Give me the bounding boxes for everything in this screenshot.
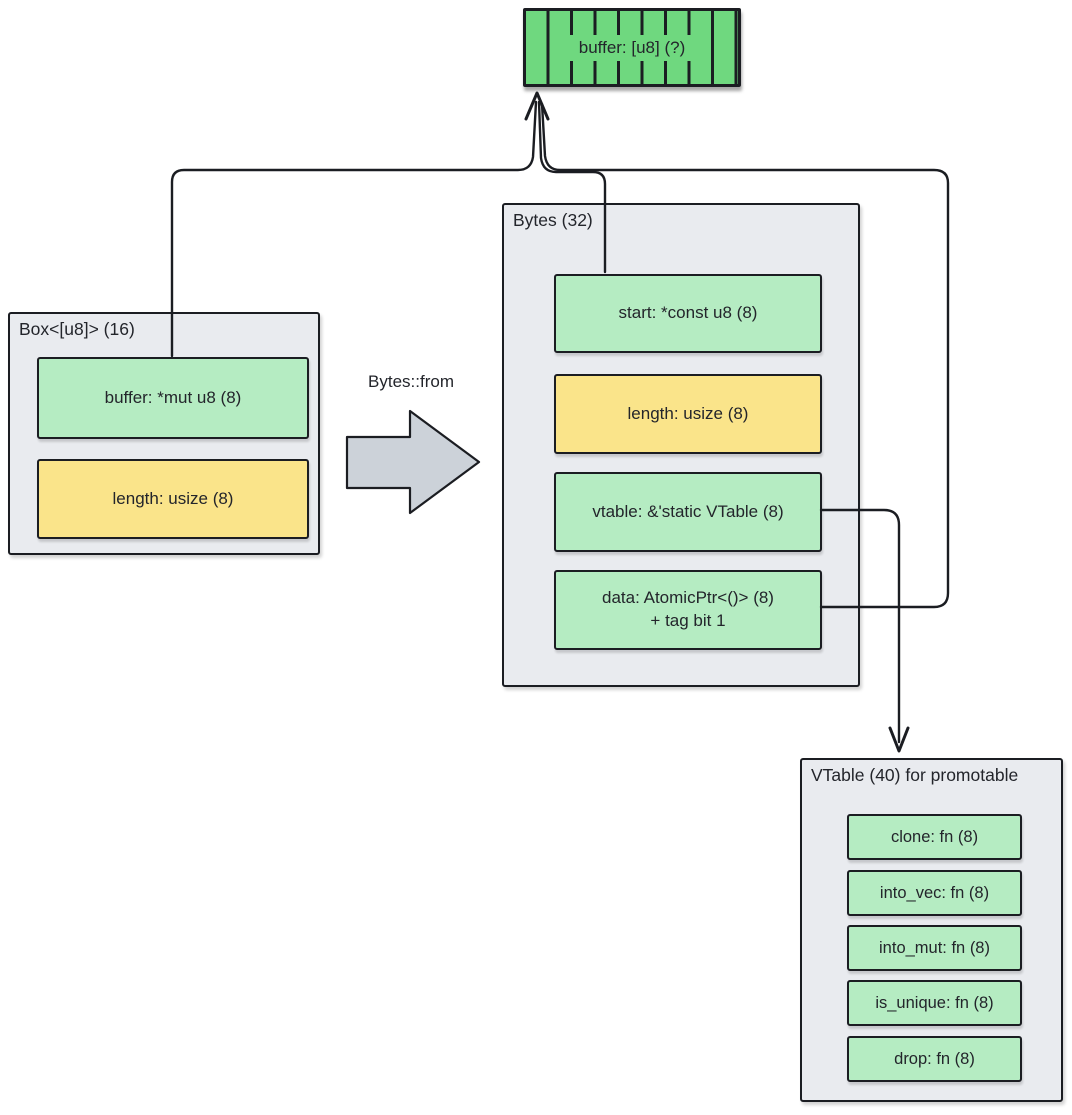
bytes-field-data-label-line2: + tag bit 1 xyxy=(650,611,726,630)
bytes-field-length-label: length: usize (8) xyxy=(627,403,749,423)
arrowhead-up-heap-buffer xyxy=(524,91,550,121)
vtable-field-into-vec-label: into_vec: fn (8) xyxy=(879,883,990,902)
arrowhead-down-vtable xyxy=(888,726,910,753)
bytes-field-start: start: *const u8 (8) xyxy=(554,274,822,353)
bytes-from-block-arrow xyxy=(345,409,481,515)
box-field-length: length: usize (8) xyxy=(37,459,309,539)
vtable-field-drop: drop: fn (8) xyxy=(847,1036,1022,1082)
bytes-field-vtable-label: vtable: &'static VTable (8) xyxy=(592,501,784,521)
transition-label: Bytes::from xyxy=(368,372,454,391)
bytes-field-data: data: AtomicPtr<()> (8) + tag bit 1 xyxy=(554,570,822,650)
bytes-struct-container: Bytes (32) start: *const u8 (8) length: … xyxy=(502,203,860,687)
bytes-field-start-label: start: *const u8 (8) xyxy=(618,303,758,323)
vtable-field-is-unique-label: is_unique: fn (8) xyxy=(875,993,994,1012)
vtable-field-is-unique: is_unique: fn (8) xyxy=(847,980,1022,1026)
vtable-struct-container: VTable (40) for promotable clone: fn (8)… xyxy=(800,758,1063,1102)
heap-buffer-label: buffer: [u8] (?) xyxy=(569,34,695,61)
vtable-field-drop-label: drop: fn (8) xyxy=(894,1049,975,1068)
box-struct-title: Box<[u8]> (16) xyxy=(19,319,135,339)
box-struct-container: Box<[u8]> (16) buffer: *mut u8 (8) lengt… xyxy=(8,312,320,555)
box-field-buffer-label: buffer: *mut u8 (8) xyxy=(104,387,242,407)
vtable-struct-title: VTable (40) for promotable xyxy=(811,765,1019,785)
vtable-field-into-vec: into_vec: fn (8) xyxy=(847,870,1022,916)
box-field-length-label: length: usize (8) xyxy=(112,488,234,508)
vtable-field-clone: clone: fn (8) xyxy=(847,814,1022,860)
bytes-field-length: length: usize (8) xyxy=(554,374,822,454)
vtable-field-into-mut-label: into_mut: fn (8) xyxy=(879,938,990,957)
heap-buffer-box: buffer: [u8] (?) xyxy=(523,8,741,87)
box-field-buffer: buffer: *mut u8 (8) xyxy=(37,357,309,439)
vtable-field-clone-label: clone: fn (8) xyxy=(890,827,979,846)
bytes-field-vtable: vtable: &'static VTable (8) xyxy=(554,472,822,552)
bytes-field-data-label: data: AtomicPtr<()> (8) xyxy=(602,588,774,608)
bytes-struct-title: Bytes (32) xyxy=(513,210,593,230)
vtable-field-into-mut: into_mut: fn (8) xyxy=(847,925,1022,971)
